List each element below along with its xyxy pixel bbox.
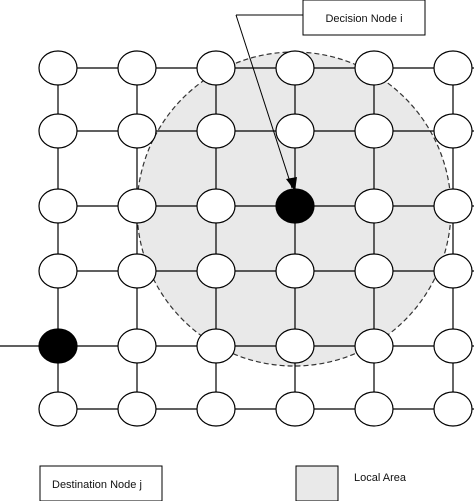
decision-node-arrowhead: [286, 177, 297, 191]
grid-node: [117, 50, 157, 86]
grid-node: [275, 328, 315, 364]
grid-node: [117, 188, 157, 224]
grid-node: [117, 328, 157, 364]
grid-node: [433, 391, 473, 427]
grid-node: [38, 50, 78, 86]
grid-node: [196, 50, 236, 86]
decision-node-arrow-line: [235, 14, 293, 189]
grid-node: [354, 391, 394, 427]
grid-node: [196, 253, 236, 289]
grid-node: [433, 50, 473, 86]
decision-node-label: Decision Node i: [325, 13, 402, 25]
grid-node: [275, 253, 315, 289]
grid-node: [433, 328, 473, 364]
grid-node: [354, 113, 394, 149]
grid-node: [117, 253, 157, 289]
destination-node-j: [38, 328, 78, 364]
grid-node: [38, 113, 78, 149]
grid-node: [38, 253, 78, 289]
grid-node: [196, 188, 236, 224]
grid-node: [354, 253, 394, 289]
grid-node: [275, 113, 315, 149]
grid-node: [433, 188, 473, 224]
grid-nodes: [38, 50, 473, 427]
decision-node-callout-box: [302, 0, 426, 36]
destination-node-legend-box: [39, 465, 163, 501]
grid-node: [196, 391, 236, 427]
grid-node: [354, 188, 394, 224]
local-area-legend-swatch: [295, 465, 339, 501]
grid-node: [196, 113, 236, 149]
grid-node: [117, 391, 157, 427]
grid-node: [354, 50, 394, 86]
grid-node: [354, 328, 394, 364]
destination-node-label: Destination Node j: [52, 479, 142, 491]
grid-node: [433, 113, 473, 149]
grid-node: [38, 188, 78, 224]
grid-node: [433, 253, 473, 289]
grid-node: [196, 328, 236, 364]
grid-node: [117, 113, 157, 149]
grid-node: [38, 391, 78, 427]
local-area-label: Local Area: [354, 472, 407, 484]
decision-node-i: [275, 188, 315, 224]
grid-node: [275, 391, 315, 427]
grid-node: [275, 50, 315, 86]
